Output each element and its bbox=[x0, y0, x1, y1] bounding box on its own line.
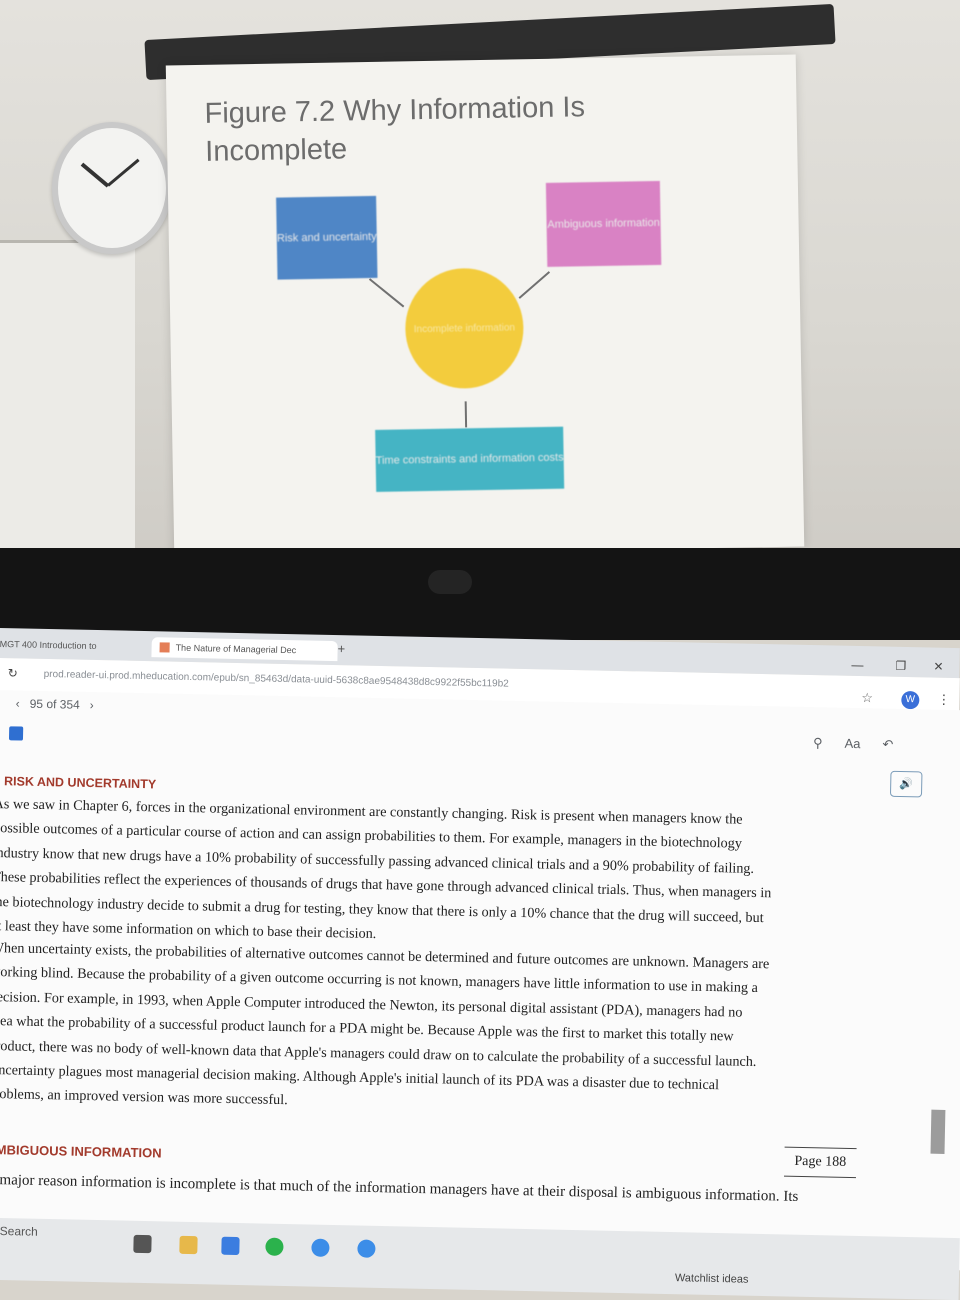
paragraph-ambiguous: A major reason information is incomplete… bbox=[0, 1171, 799, 1205]
whatsapp-icon[interactable] bbox=[265, 1237, 284, 1256]
paragraph-uncertainty: When uncertainty exists, the probabiliti… bbox=[0, 936, 871, 1125]
search-icon[interactable]: ⚲ bbox=[812, 735, 823, 751]
reader-tools: ⚲ Aa ↶ bbox=[813, 735, 894, 753]
page-count: 95 of 354 bbox=[29, 696, 80, 712]
arrow-time bbox=[464, 401, 468, 428]
scrollbar-thumb[interactable] bbox=[930, 1109, 946, 1154]
arrow-ambiguous bbox=[518, 271, 551, 299]
next-page-icon[interactable]: › bbox=[89, 697, 94, 713]
profile-avatar[interactable]: W bbox=[901, 690, 920, 710]
prev-page-icon[interactable]: ‹ bbox=[15, 696, 20, 711]
text-size-button[interactable]: Aa bbox=[844, 735, 861, 752]
tab-nature-managerial[interactable]: The Nature of Managerial Dec bbox=[151, 637, 338, 662]
clock-hour-hand bbox=[80, 162, 110, 188]
ambiguous-box: Ambiguous information bbox=[545, 180, 662, 267]
chrome-icon[interactable] bbox=[311, 1238, 330, 1257]
watchlist-widget[interactable]: Watchlist ideas bbox=[674, 1272, 749, 1286]
tab-label: The Nature of Managerial Dec bbox=[175, 642, 297, 656]
section-heading-ambiguous: AMBIGUOUS INFORMATION bbox=[0, 1141, 162, 1161]
webcam bbox=[428, 570, 472, 594]
page-marker: Page 188 bbox=[783, 1146, 857, 1179]
read-aloud-icon[interactable]: 🔊 bbox=[889, 770, 923, 798]
projector-screen: Figure 7.2 Why Information Is Incomplete… bbox=[165, 54, 805, 558]
restore-icon[interactable]: ❐ bbox=[895, 658, 907, 673]
toc-icon[interactable] bbox=[8, 726, 24, 741]
wall-clock bbox=[52, 122, 172, 254]
book-icon bbox=[159, 642, 170, 653]
laptop-bezel bbox=[0, 548, 960, 640]
whiteboard bbox=[0, 240, 135, 573]
chrome-profile-icon[interactable] bbox=[357, 1239, 376, 1258]
close-icon[interactable]: ✕ bbox=[933, 659, 944, 674]
incomplete-information-circle: Incomplete information bbox=[404, 267, 525, 390]
new-tab-icon[interactable]: + bbox=[337, 641, 346, 657]
task-view-icon[interactable] bbox=[133, 1234, 152, 1254]
url-field[interactable]: prod.reader-ui.prod.mheducation.com/epub… bbox=[43, 668, 509, 690]
page-navigator: ‹ 95 of 354 › bbox=[16, 696, 94, 712]
store-icon[interactable] bbox=[221, 1236, 240, 1256]
arrow-risk bbox=[368, 278, 405, 308]
section-heading-risk: RISK AND UNCERTAINTY bbox=[3, 774, 157, 792]
menu-icon[interactable]: ⋮ bbox=[937, 691, 951, 707]
file-explorer-icon[interactable] bbox=[179, 1235, 198, 1255]
time-constraints-box: Time constraints and information costs bbox=[375, 426, 565, 492]
back-icon[interactable]: ↶ bbox=[882, 736, 894, 752]
slide-title: Figure 7.2 Why Information Is Incomplete bbox=[204, 91, 586, 168]
reload-icon[interactable]: ↻ bbox=[7, 666, 18, 681]
minimize-icon[interactable]: — bbox=[851, 657, 864, 673]
paragraph-risk: As we saw in Chapter 6, forces in the or… bbox=[0, 792, 874, 957]
tab-mgt[interactable]: MGT 400 Introduction to bbox=[0, 634, 140, 657]
tab-label: MGT 400 Introduction to bbox=[0, 638, 97, 652]
bookmark-star-icon[interactable]: ☆ bbox=[861, 690, 874, 706]
ebook-reader: ‹ 95 of 354 › ⚲ Aa ↶ 🔊 RISK AND UNCERTAI… bbox=[0, 690, 960, 1271]
clock-minute-hand bbox=[107, 158, 140, 187]
risk-box: Risk and uncertainty bbox=[276, 195, 378, 280]
taskbar-search[interactable]: Search bbox=[0, 1223, 38, 1239]
